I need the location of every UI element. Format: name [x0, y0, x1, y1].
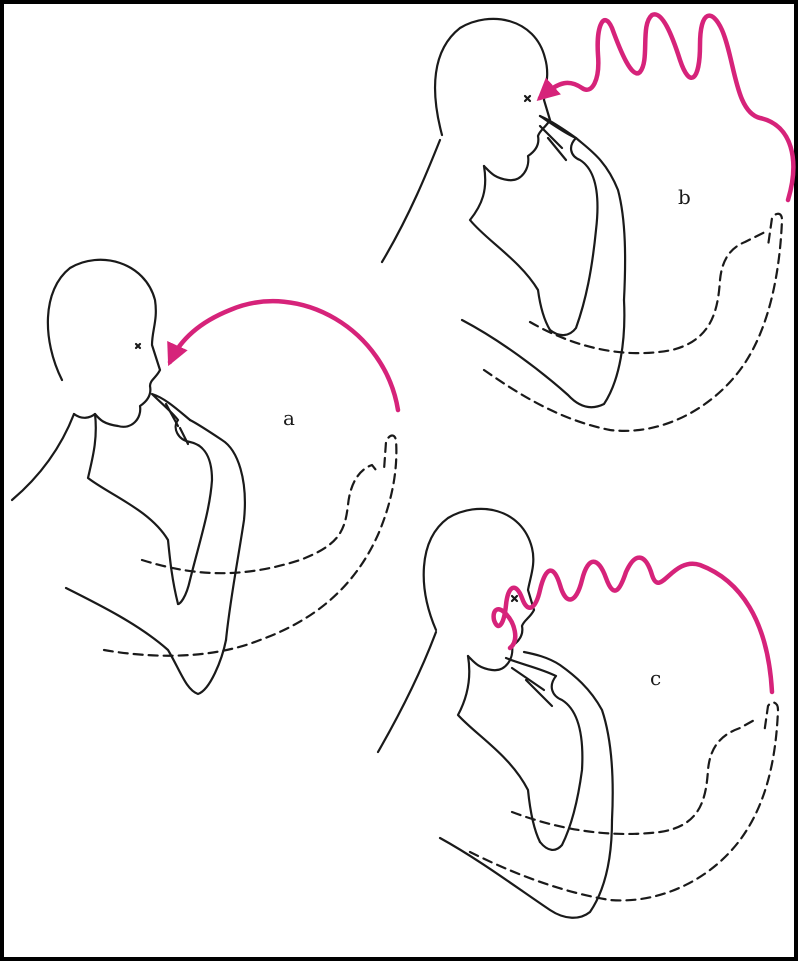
figure-c: c [378, 509, 778, 918]
figure-c-accent-wave [494, 558, 772, 692]
figure-a-accent-arrow [170, 301, 398, 410]
figure-a-trace-upper [142, 465, 376, 573]
figure-c-hand [506, 658, 582, 850]
figure-b-torso [470, 166, 550, 330]
figure-a-eye [136, 344, 140, 348]
figure-a-neck-back [12, 414, 74, 500]
figure-a-head [48, 260, 160, 427]
figure-a-torso [88, 414, 178, 604]
figure-c-eye [512, 596, 517, 601]
figure-c-forearm [524, 652, 613, 820]
figure-b-neck-back [382, 140, 440, 262]
figure-c-trace-upper [512, 718, 758, 834]
figure-c-fingers [512, 668, 552, 706]
figure-c-upper-arm [440, 820, 612, 918]
panel-label-a: a [283, 406, 295, 430]
figure-b-eye [525, 96, 530, 101]
figure-c-neck-back [378, 632, 436, 752]
figure-a: a [12, 260, 398, 694]
figure-c-torso [458, 656, 540, 842]
figure-b: b [382, 14, 793, 431]
panel-label-b: b [678, 185, 691, 209]
panel-label-c: c [650, 666, 661, 690]
figure-a-trace-lower [104, 436, 396, 656]
figure-a-forearm [190, 420, 245, 640]
figure-a-upper-arm [66, 588, 226, 694]
figure-b-accent-wave [540, 14, 793, 200]
figure-b-head [435, 19, 550, 180]
